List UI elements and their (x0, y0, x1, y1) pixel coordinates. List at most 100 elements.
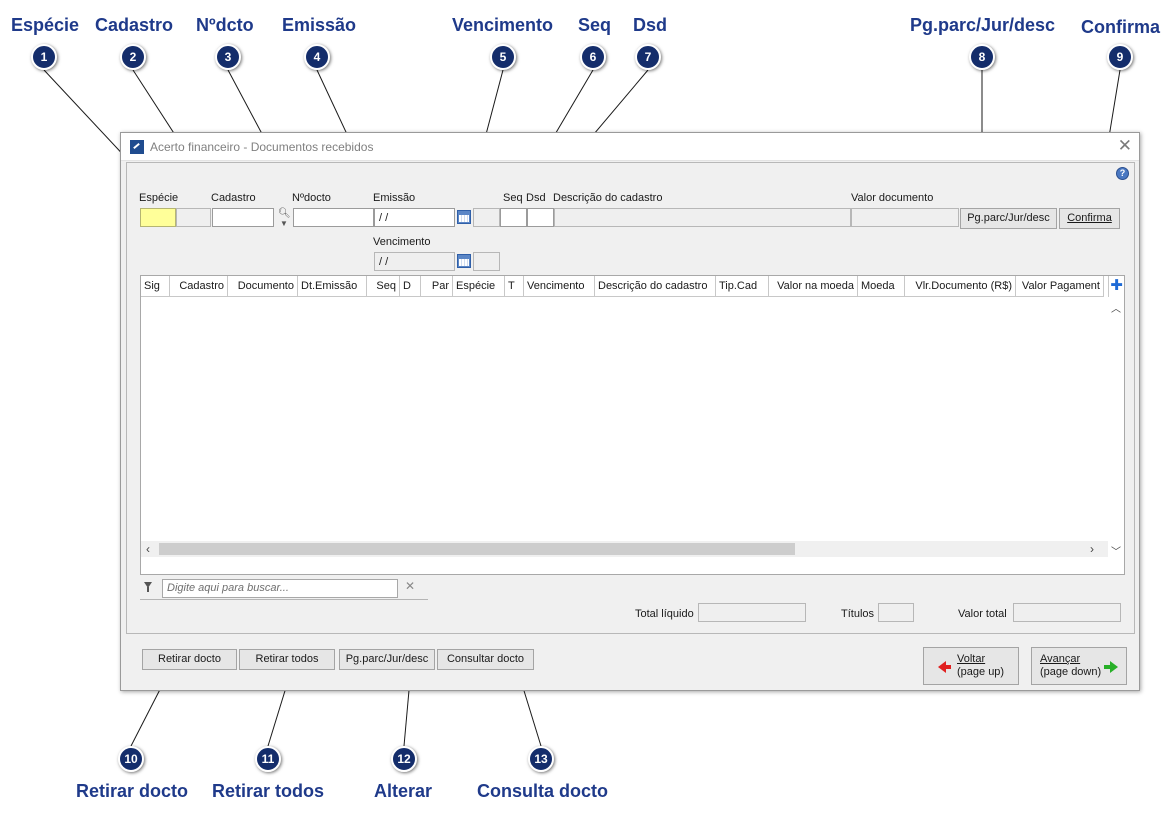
avancar-line1: Avançar (1040, 653, 1081, 665)
retirar-todos-button[interactable]: Retirar todos (239, 649, 335, 670)
scroll-right-icon[interactable]: › (1090, 542, 1094, 556)
window-title: Acerto financeiro - Documentos recebidos (150, 140, 374, 154)
pg-parc-jur-desc-bottom-button[interactable]: Pg.parc/Jur/desc (339, 649, 435, 670)
emissao-label: Emissão (373, 192, 416, 204)
app-icon (130, 140, 144, 154)
title-bar: Acerto financeiro - Documentos recebidos… (121, 133, 1139, 161)
column-header-moeda[interactable]: Moeda (858, 276, 905, 297)
annotation-title-1: Espécie (11, 15, 80, 35)
vencimento-extra-field (473, 252, 500, 271)
annotation-badge-4: 4 (304, 44, 330, 70)
annotation-badge-13: 13 (528, 746, 554, 772)
add-column-plus-icon[interactable]: ✚ (1108, 276, 1124, 297)
search-bar: Digite aqui para buscar... ✕ (140, 576, 436, 600)
annotation-badge-5: 5 (490, 44, 516, 70)
especie-field[interactable] (140, 208, 176, 227)
back-arrow-icon (938, 661, 951, 673)
dsd-label: Dsd (526, 192, 546, 204)
column-header-tip-cad[interactable]: Tip.Cad (716, 276, 769, 297)
annotation-badge-9: 9 (1107, 44, 1133, 70)
ndocto-label: Nºdocto (292, 192, 331, 204)
column-header-valor-na-moeda[interactable]: Valor na moeda (769, 276, 858, 297)
annotation-title-12: Alterar (374, 781, 433, 801)
horizontal-scroll-thumb[interactable] (159, 543, 795, 555)
annotation-title-3: Nºdcto (196, 15, 254, 35)
documents-grid: Sig Cadastro Documento Dt.Emissão Seq D … (140, 275, 1125, 575)
confirma-button[interactable]: Confirma (1059, 208, 1120, 229)
dsd-field[interactable] (527, 208, 554, 227)
annotation-title-7: Dsd (633, 15, 668, 35)
vertical-scrollbar[interactable]: ︿ ﹀ (1108, 297, 1124, 559)
avancar-button[interactable]: Avançar (page down) (1031, 647, 1127, 685)
cadastro-field[interactable] (212, 208, 274, 227)
column-header-descricao-cadastro[interactable]: Descrição do cadastro (595, 276, 716, 297)
column-header-vlr-documento[interactable]: Vlr.Documento (R$) (905, 276, 1016, 297)
scroll-up-icon[interactable]: ︿ (1111, 304, 1121, 315)
column-header-par[interactable]: Par (421, 276, 453, 297)
descricao-cadastro-field (554, 208, 851, 227)
calendar-icon[interactable] (457, 254, 471, 268)
column-header-valor-pagamento[interactable]: Valor Pagament (1016, 276, 1104, 297)
retirar-docto-label: Retirar docto (158, 653, 221, 665)
annotation-title-5: Vencimento (452, 15, 554, 35)
scroll-down-icon[interactable]: ﹀ (1111, 547, 1121, 558)
annotation-badge-12: 12 (391, 746, 417, 772)
emissao-extra-field (473, 208, 500, 227)
titulos-field (878, 603, 914, 622)
annotation-badge-10: 10 (118, 746, 144, 772)
voltar-line1: Voltar (957, 653, 986, 665)
cadastro-label: Cadastro (211, 192, 256, 204)
close-icon[interactable]: ✕ (1117, 136, 1132, 155)
vencimento-label: Vencimento (373, 236, 431, 248)
especie-label: Espécie (139, 192, 179, 204)
descricao-cadastro-label: Descrição do cadastro (553, 192, 663, 204)
form-panel: ? Espécie Cadastro Nºdocto Emissão Seq D… (126, 162, 1135, 634)
magnifier-icon[interactable]: 🔍︎ (278, 208, 291, 219)
emissao-field[interactable]: / / (374, 208, 455, 227)
retirar-docto-button[interactable]: Retirar docto (142, 649, 237, 670)
annotation-title-8: Pg.parc/Jur/desc (910, 15, 1056, 35)
annotation-title-11: Retirar todos (212, 781, 325, 801)
search-input[interactable]: Digite aqui para buscar... (162, 579, 398, 598)
consultar-docto-button[interactable]: Consultar docto (437, 649, 534, 670)
seq-field[interactable] (500, 208, 527, 227)
annotation-badge-3: 3 (215, 44, 241, 70)
total-liquido-field (698, 603, 806, 622)
filter-icon[interactable] (144, 582, 152, 592)
scroll-left-icon[interactable]: ‹ (146, 542, 150, 556)
voltar-label: Voltar (page up) (957, 653, 1004, 679)
help-icon[interactable]: ? (1116, 167, 1129, 180)
especie-description-field (176, 208, 211, 227)
annotation-badge-8: 8 (969, 44, 995, 70)
seq-label: Seq (503, 192, 523, 204)
dropdown-arrow-icon[interactable]: ▼ (280, 219, 288, 228)
column-header-sig[interactable]: Sig (141, 276, 170, 297)
annotation-title-9: Confirma (1081, 17, 1161, 37)
vencimento-field[interactable]: / / (374, 252, 455, 271)
clear-search-icon[interactable]: ✕ (405, 579, 416, 593)
calendar-icon[interactable] (457, 210, 471, 224)
pg-parc-jur-desc-button[interactable]: Pg.parc/Jur/desc (960, 208, 1057, 229)
valor-documento-label: Valor documento (851, 192, 934, 204)
consultar-docto-label: Consultar docto (446, 653, 525, 665)
column-header-d[interactable]: D (400, 276, 421, 297)
avancar-label: Avançar (page down) (1040, 653, 1101, 679)
column-header-cadastro[interactable]: Cadastro (170, 276, 228, 297)
column-header-especie[interactable]: Espécie (453, 276, 505, 297)
annotation-title-13: Consulta docto (477, 781, 608, 801)
column-header-documento[interactable]: Documento (228, 276, 298, 297)
column-header-seq[interactable]: Seq (367, 276, 400, 297)
ndocto-field[interactable] (293, 208, 374, 227)
voltar-line2: (page up) (957, 666, 1005, 678)
column-header-dt-emissao[interactable]: Dt.Emissão (298, 276, 367, 297)
column-header-vencimento[interactable]: Vencimento (524, 276, 595, 297)
voltar-button[interactable]: Voltar (page up) (923, 647, 1019, 685)
acerto-financeiro-window: Acerto financeiro - Documentos recebidos… (120, 132, 1140, 691)
valor-documento-field (851, 208, 959, 227)
search-tab: Digite aqui para buscar... ✕ (140, 576, 428, 600)
horizontal-scrollbar[interactable]: ‹ › (141, 541, 1108, 557)
annotation-badge-1: 1 (31, 44, 57, 70)
avancar-line2: (page down) (1040, 666, 1102, 678)
column-header-t[interactable]: T (505, 276, 524, 297)
